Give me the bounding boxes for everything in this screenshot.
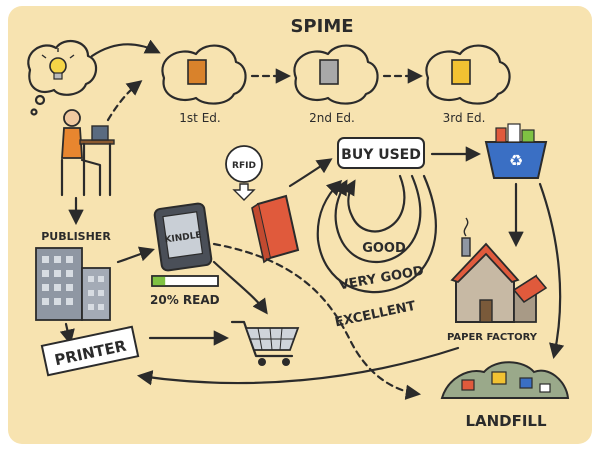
publisher-label: PUBLISHER	[41, 230, 111, 243]
rfid-label: RFID	[232, 161, 256, 171]
document-icon	[187, 59, 207, 85]
arrow-factory-printer	[136, 346, 460, 386]
edition-2-label: 2nd Ed.	[309, 111, 355, 125]
rfid-tag: RFID	[225, 145, 263, 201]
document-icon	[319, 59, 339, 85]
edition-1-label: 1st Ed.	[179, 111, 220, 125]
condition-loops	[316, 174, 437, 294]
edition-2-cloud	[293, 44, 379, 105]
svg-text:♻: ♻	[509, 151, 523, 170]
read-progress-label: 20% READ	[150, 293, 220, 307]
landfill-label: LANDFILL	[465, 412, 547, 430]
arrow-kindle-cart	[212, 260, 268, 315]
condition-good: GOOD	[362, 241, 406, 256]
arrow-book-buyused	[288, 158, 333, 188]
arrow-recycle-landfill	[538, 182, 565, 360]
shopping-cart-icon	[230, 320, 300, 366]
arrow-kindle-landfill	[212, 242, 422, 400]
read-progress-bar	[151, 275, 219, 287]
landfill-icon	[440, 361, 570, 399]
idea-cloud	[27, 39, 98, 116]
background-paper	[8, 6, 592, 444]
factory-icon	[450, 217, 548, 323]
arrow-idea-ed1	[90, 39, 161, 58]
computer-user-icon	[60, 109, 115, 197]
arrow-publisher-printer	[59, 322, 75, 346]
edition-3-label: 3rd Ed.	[443, 111, 486, 125]
building-icon	[35, 247, 111, 321]
edition-3-cloud	[425, 44, 511, 105]
buy-used-node: BUY USED	[337, 137, 425, 169]
printer-sign: PRINTER	[40, 325, 140, 377]
book-icon	[251, 194, 300, 264]
arrow-publisher-kindle	[116, 246, 155, 264]
kindle-device: KINDLE	[153, 202, 213, 272]
lightbulb-icon	[41, 48, 75, 80]
edition-1-cloud	[161, 44, 247, 105]
diagram-title: SPIME	[290, 16, 353, 37]
buy-used-label: BUY USED	[341, 147, 421, 163]
paper-factory-label: PAPER FACTORY	[447, 332, 538, 343]
document-icon	[451, 59, 471, 85]
arrow-author-ed1	[106, 80, 143, 122]
recycle-bin-icon: ♻	[484, 123, 548, 179]
